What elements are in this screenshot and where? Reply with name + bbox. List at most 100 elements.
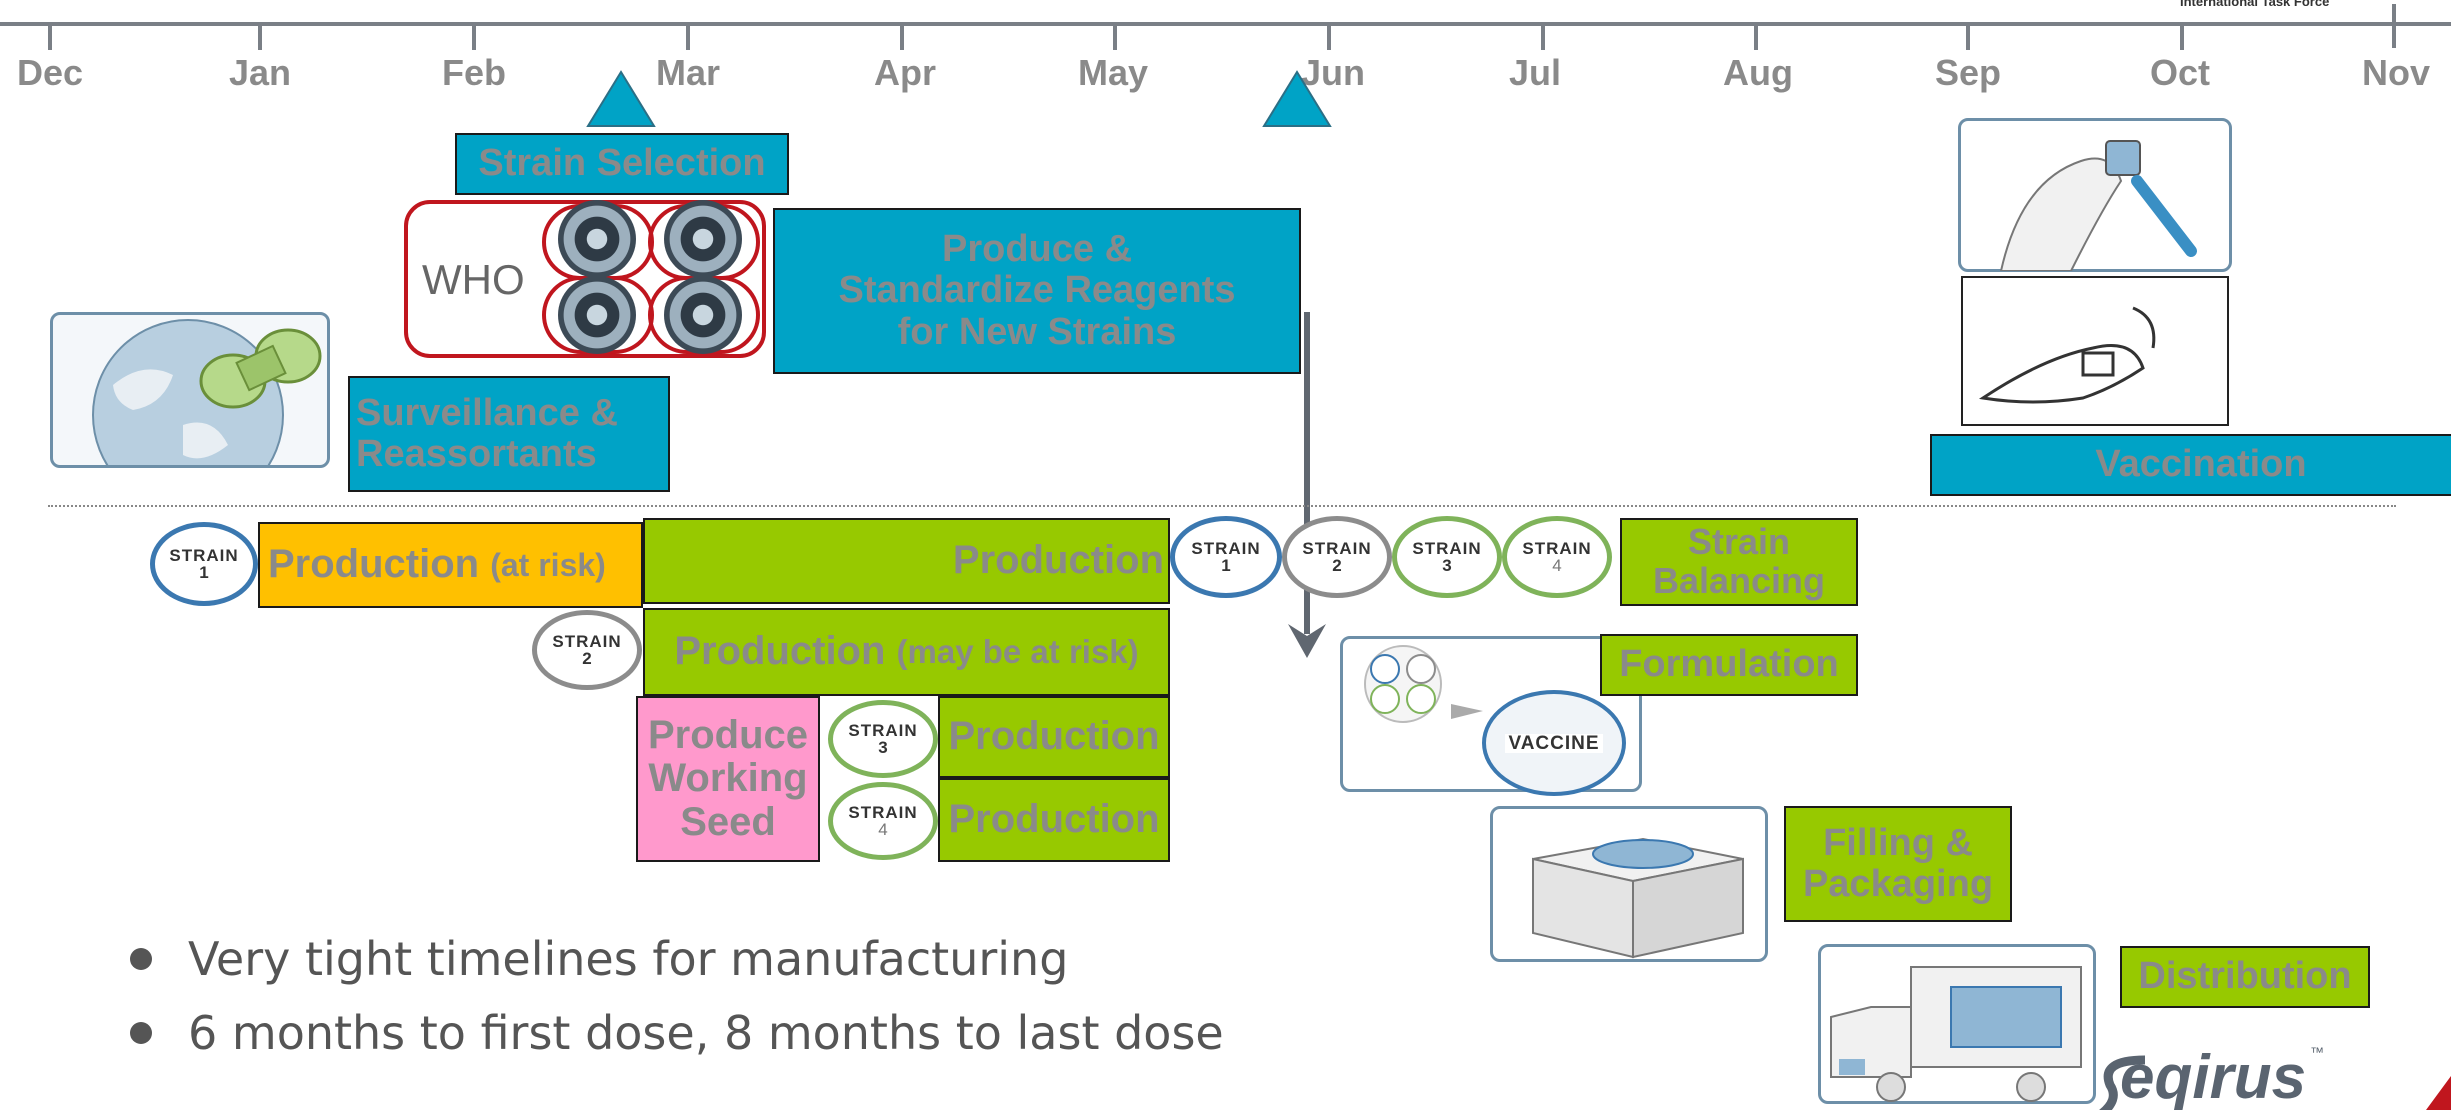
bullet-dot-icon xyxy=(130,1021,152,1044)
axis-tick xyxy=(472,24,476,50)
produce-reagents-line2: Standardize Reagents xyxy=(838,269,1236,312)
surveillance-line2: Reassortants xyxy=(356,433,597,475)
logo-swoosh-icon xyxy=(2098,1055,2146,1110)
month-label: Feb xyxy=(441,52,507,93)
nasal-spray-image xyxy=(1961,276,2229,426)
bullet-item: 6 months to first dose, 8 months to last… xyxy=(130,1006,1224,1060)
bullet-item: Very tight timelines for manufacturing xyxy=(130,932,1068,986)
strain-word: STRAIN xyxy=(1410,539,1484,558)
working-seed-line2: Working xyxy=(648,756,808,801)
section-divider xyxy=(48,505,2396,507)
surveillance-line1: Surveillance & xyxy=(356,391,618,434)
strain-word: STRAIN xyxy=(846,721,920,740)
axis-tick xyxy=(1113,24,1117,50)
strain-balancing-label: Strain Balancing xyxy=(1620,518,1858,606)
strain-number: 2 xyxy=(1332,556,1342,575)
bullet-text: Very tight timelines for manufacturing xyxy=(188,932,1069,986)
strain-4-icon: STRAIN 4 xyxy=(1502,516,1612,598)
produce-reagents-line3: for New Strains xyxy=(897,310,1177,353)
axis-tick xyxy=(1327,24,1331,50)
milestone-triangle-icon xyxy=(586,70,656,127)
syringe-icon xyxy=(1999,140,2197,272)
strain-2-icon: STRAIN 2 xyxy=(1282,516,1392,598)
surveillance-label: Surveillance & Reassortants xyxy=(348,376,670,492)
distribution-label: Distribution xyxy=(2120,946,2370,1008)
virus-icon xyxy=(664,200,742,278)
virus-cluster xyxy=(540,200,766,358)
production-strain4-label: Production xyxy=(938,778,1170,862)
org-text: International Task Force xyxy=(2180,0,2330,9)
strain-1-icon: STRAIN 1 xyxy=(1170,516,1282,598)
strain-number: 3 xyxy=(878,738,888,757)
month-label: Aug xyxy=(1723,52,1793,93)
month-label: Oct xyxy=(2149,52,2211,93)
formulation-label: Formulation xyxy=(1600,634,1858,696)
working-seed-line3: Seed xyxy=(680,799,776,844)
month-label: Jul xyxy=(1508,52,1562,93)
axis-tick xyxy=(1541,24,1545,50)
month-label: Nov xyxy=(2361,52,2431,93)
axis-tick xyxy=(2180,24,2184,50)
formulation-text: Formulation xyxy=(1619,643,1839,686)
vaccination-text: Vaccination xyxy=(2095,443,2307,486)
arrow-down-icon xyxy=(1288,624,1326,658)
strain-balancing-line1: Strain xyxy=(1687,521,1791,563)
distribution-image xyxy=(1818,944,2096,1104)
strain-2-icon: STRAIN 2 xyxy=(532,610,642,690)
packaging-image xyxy=(1490,806,1768,962)
vaccination-label: Vaccination xyxy=(1930,434,2451,496)
axis-tick xyxy=(686,24,690,50)
virus-icon xyxy=(558,200,636,278)
strain-word: STRAIN xyxy=(1520,539,1594,558)
bullet-dot-icon xyxy=(130,947,152,970)
strain-word: STRAIN xyxy=(1300,539,1374,558)
box-icon xyxy=(1532,837,1744,959)
production-at-risk-label: Production (at risk) xyxy=(258,522,643,608)
formulation-icon xyxy=(1364,645,1483,723)
strain-balancing-line2: Balancing xyxy=(1652,560,1826,601)
truck-icon xyxy=(1830,966,2082,1102)
production-strain3-label: Production xyxy=(938,696,1170,778)
axis-tick xyxy=(1754,24,1758,50)
logo-text: eqirus xyxy=(2120,1043,2307,1110)
axis-tick xyxy=(258,24,262,50)
month-label: Sep xyxy=(1934,52,2002,93)
strain-number: 2 xyxy=(582,649,592,668)
distribution-text: Distribution xyxy=(2138,955,2352,998)
injection-image xyxy=(1958,118,2232,272)
vaccine-icon: VACCINE xyxy=(1482,690,1626,796)
produce-reagents-line1: Produce & xyxy=(941,228,1133,271)
produce-reagents-label: Produce & Standardize Reagents for New S… xyxy=(773,208,1301,374)
strain-number: 4 xyxy=(878,820,888,839)
axis-tick xyxy=(900,24,904,50)
production-strain1-text: Production xyxy=(952,538,1164,583)
strain-word: STRAIN xyxy=(550,632,624,651)
strain-number: 3 xyxy=(1442,556,1452,575)
month-label: Jun xyxy=(1300,52,1366,93)
strain-selection-text: Strain Selection xyxy=(478,142,766,185)
strain-word: STRAIN xyxy=(167,546,241,565)
strain-4-icon: STRAIN 4 xyxy=(828,782,938,860)
production-at-risk-main: Production xyxy=(268,542,480,587)
produce-working-seed-label: Produce Working Seed xyxy=(636,696,820,862)
virus-icon xyxy=(664,276,742,354)
flow-arrow-line xyxy=(1304,312,1310,634)
production-strain4-text: Production xyxy=(948,797,1160,842)
strain-number: 4 xyxy=(1552,556,1562,575)
month-label: Dec xyxy=(16,52,84,93)
strain-1-icon: STRAIN 1 xyxy=(150,522,258,606)
month-label: Mar xyxy=(655,52,721,93)
strain-number: 1 xyxy=(199,563,209,582)
seqirus-logo: eqirus ™ xyxy=(2090,1040,2330,1110)
production-strain3-text: Production xyxy=(948,714,1160,759)
filling-packaging-label: Filling & Packaging xyxy=(1784,806,2012,922)
production-may-be-at-risk-main: Production xyxy=(674,629,886,674)
logo-trademark: ™ xyxy=(2310,1044,2324,1060)
axis-tick xyxy=(1966,24,1970,50)
working-seed-line1: Produce xyxy=(647,713,809,758)
production-may-be-at-risk-label: Production (may be at risk) xyxy=(643,608,1170,696)
vaccine-label: VACCINE xyxy=(1505,733,1603,753)
filling-packaging-line2: Packaging xyxy=(1802,863,1994,905)
bullet-text: 6 months to first dose, 8 months to last… xyxy=(188,1006,1224,1060)
nasal-spray-icon xyxy=(1978,306,2156,404)
